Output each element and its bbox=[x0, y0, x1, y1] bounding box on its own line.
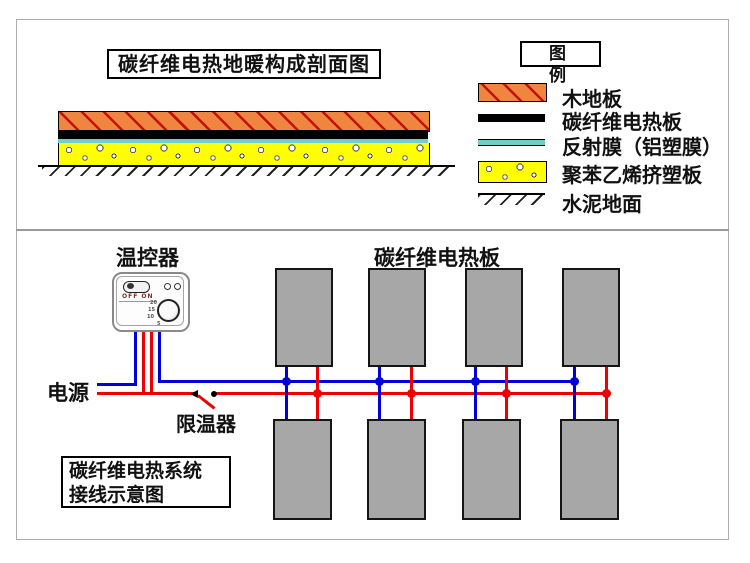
power-source-label: 电源 bbox=[47, 381, 89, 405]
indicator-light-icon bbox=[174, 283, 181, 290]
thermostat-separator bbox=[119, 301, 157, 302]
section-divider bbox=[16, 229, 729, 231]
heating-panel bbox=[462, 419, 521, 520]
heating-panels-label: 碳纤维电热板 bbox=[374, 246, 500, 270]
dial-mark: 5 bbox=[157, 321, 161, 327]
dial-mark: 10 bbox=[147, 314, 154, 320]
cement-ground-line bbox=[38, 165, 455, 167]
cement-hatch-swatch bbox=[478, 193, 545, 205]
panel-branch-wire-blue bbox=[573, 358, 576, 424]
toggle-knob-icon bbox=[127, 283, 134, 289]
dial-mark: 15 bbox=[148, 307, 155, 313]
thermostat-lead-red bbox=[142, 332, 145, 395]
indicator-light-icon bbox=[164, 283, 171, 290]
thermostat-toggle-switch bbox=[123, 281, 150, 293]
limiter-switch-terminal-arrow-icon bbox=[190, 390, 198, 398]
wiring-caption-line1: 碳纤维电热系统 bbox=[69, 460, 203, 482]
dial-mark: 20 bbox=[150, 300, 157, 306]
heating-panel bbox=[273, 419, 332, 520]
foam-board-layer bbox=[58, 143, 430, 166]
legend-label: 水泥地面 bbox=[562, 192, 642, 216]
foam-board-swatch bbox=[478, 161, 547, 183]
power-feeder-blue bbox=[97, 383, 137, 386]
panel-branch-wire-blue bbox=[285, 358, 288, 424]
heating-panel bbox=[560, 419, 619, 520]
thermostat-lead-blue bbox=[134, 332, 137, 386]
carbon-line-swatch bbox=[478, 114, 545, 122]
heating-panel bbox=[465, 268, 523, 367]
blue-junction-dot bbox=[282, 377, 291, 386]
wiring-caption-line2: 接线示意图 bbox=[69, 484, 165, 506]
film-line-swatch bbox=[478, 139, 545, 146]
wiring-caption-box: 碳纤维电热系统 接线示意图 bbox=[61, 456, 231, 508]
red-junction-dot bbox=[313, 389, 322, 398]
thermostat-lead-blue bbox=[158, 332, 161, 383]
power-feeder-red bbox=[97, 392, 198, 395]
blue-junction-dot bbox=[375, 377, 384, 386]
blue-junction-dot bbox=[570, 377, 579, 386]
legend-title: 图 例 bbox=[520, 41, 601, 86]
wood-floor-layer bbox=[58, 111, 430, 132]
limiter-switch-terminal-dot bbox=[211, 391, 217, 397]
thermostat-switch-text: OFF ON bbox=[122, 293, 154, 300]
blue-bus-wire bbox=[158, 380, 576, 383]
wood-hatch-swatch bbox=[478, 83, 547, 102]
carbon-heating-plate-layer bbox=[58, 130, 428, 138]
red-junction-dot bbox=[502, 389, 511, 398]
legend-label: 碳纤维电热板 bbox=[562, 110, 682, 134]
cement-ground-hatch bbox=[42, 167, 452, 176]
legend-label: 反射膜（铝塑膜） bbox=[562, 135, 722, 159]
thermostat-lead-red bbox=[150, 332, 153, 395]
thermostat-label: 温控器 bbox=[116, 246, 179, 270]
legend-label: 木地板 bbox=[562, 87, 622, 111]
blue-junction-dot bbox=[471, 377, 480, 386]
cross-section-title: 碳纤维电热地暖构成剖面图 bbox=[107, 49, 381, 79]
panel-branch-wire-blue bbox=[378, 358, 381, 424]
heating-panel bbox=[367, 419, 426, 520]
thermostat-dial-icon bbox=[157, 299, 180, 322]
panel-branch-wire-blue bbox=[474, 358, 477, 424]
legend-label: 聚苯乙烯挤塑板 bbox=[562, 163, 702, 187]
temperature-limiter-label: 限温器 bbox=[176, 412, 236, 436]
red-junction-dot bbox=[407, 389, 416, 398]
heating-panel bbox=[368, 268, 426, 367]
heating-panel bbox=[275, 268, 333, 367]
red-junction-dot bbox=[602, 389, 611, 398]
heating-panel bbox=[562, 268, 620, 367]
